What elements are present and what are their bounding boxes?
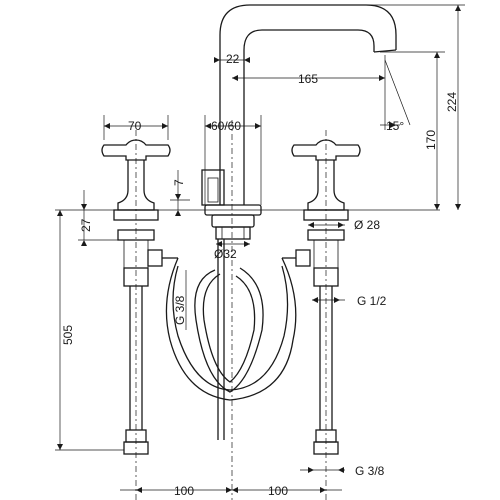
label-spacing-right: 100 bbox=[268, 484, 288, 498]
dimension-lines bbox=[55, 4, 465, 493]
label-spout-shank-dia: Ø32 bbox=[214, 247, 237, 261]
label-connection-bottom: G 3/8 bbox=[355, 464, 385, 478]
label-hose-connection-left: G 3/8 bbox=[173, 295, 187, 325]
connecting-hoses bbox=[123, 239, 339, 455]
spout bbox=[201, 4, 397, 206]
label-handle-width: 70 bbox=[128, 119, 142, 133]
label-overall-height: 224 bbox=[445, 92, 459, 112]
label-spacing-left: 100 bbox=[174, 484, 194, 498]
label-deck-thickness: 7 bbox=[172, 179, 186, 186]
label-handle-shank-dia: Ø 28 bbox=[354, 218, 380, 232]
label-connection-mid: G 1/2 bbox=[357, 294, 387, 308]
label-spout-wall: 22 bbox=[226, 52, 240, 66]
label-spout-base: 60/60 bbox=[211, 119, 241, 133]
dimension-labels: 22 165 15° 170 224 70 60/60 7 27 Ø 28 Ø3… bbox=[61, 52, 459, 498]
label-spout-reach: 165 bbox=[298, 72, 318, 86]
label-handle-base-height: 27 bbox=[79, 218, 93, 232]
label-spout-angle: 15° bbox=[386, 119, 404, 133]
center-lines bbox=[55, 120, 440, 500]
label-spout-height: 170 bbox=[424, 130, 438, 150]
label-hose-length: 505 bbox=[61, 325, 75, 345]
